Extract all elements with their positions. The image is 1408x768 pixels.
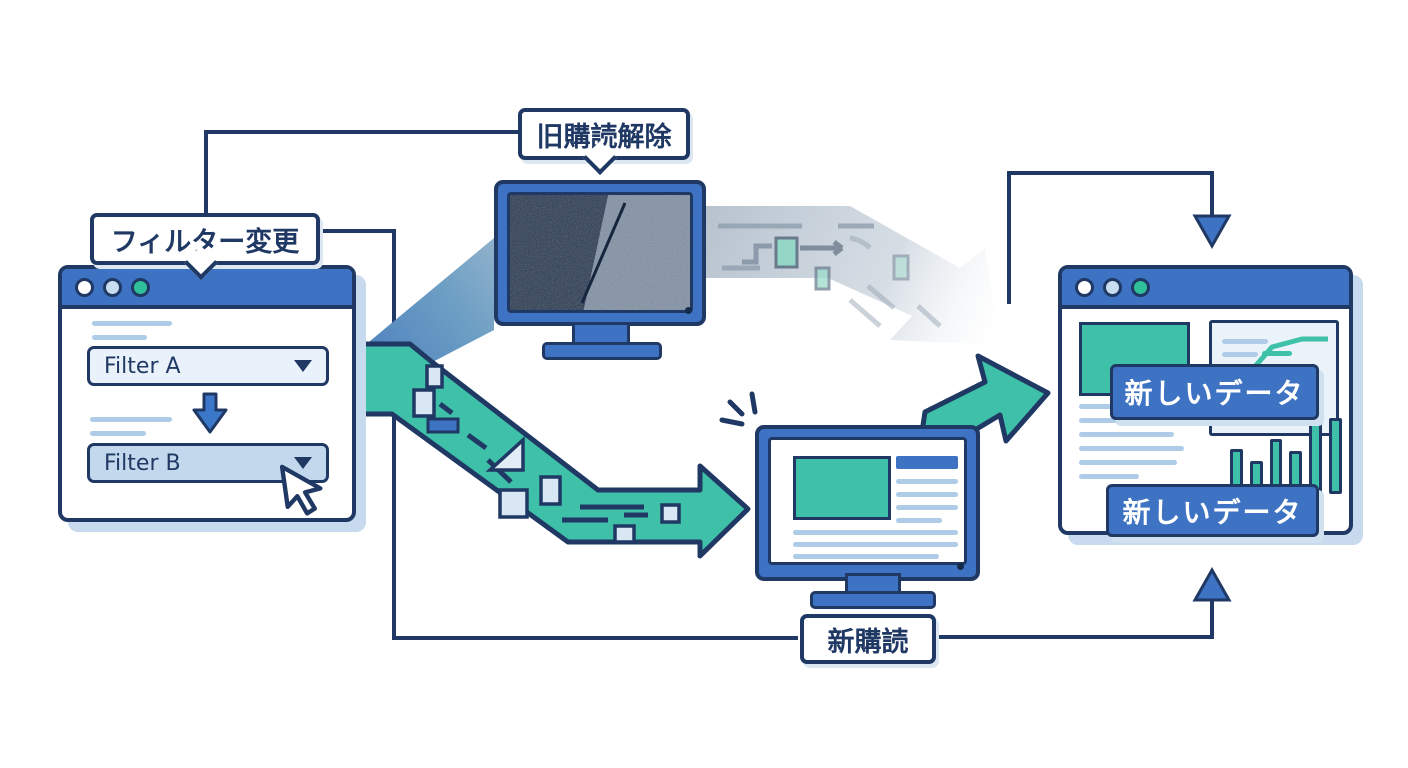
skeleton-line <box>793 554 939 559</box>
filter-b-value: Filter B <box>104 450 181 476</box>
flow-new-packet-blue <box>426 417 460 434</box>
skeleton-line <box>1079 446 1184 451</box>
cursor-icon <box>279 464 323 516</box>
new-monitor <box>755 425 980 581</box>
skeleton-line <box>1079 418 1184 423</box>
bar <box>1309 419 1323 494</box>
connector-newsubscribe-to-rightwindow <box>938 598 1214 639</box>
window-dot-icon <box>1103 277 1122 297</box>
connector-oldflow-to-rightwindow <box>1007 171 1214 304</box>
arrowhead-up-icon <box>1192 566 1232 602</box>
skeleton-line <box>1222 352 1258 357</box>
skeleton-line <box>1079 460 1177 465</box>
static-noise <box>510 195 690 310</box>
click-sparks-icon <box>719 391 758 427</box>
old-monitor <box>494 180 706 326</box>
filter-a-value: Filter A <box>104 353 181 379</box>
badge-new-data-bottom: 新しいデータ <box>1106 484 1319 537</box>
skeleton-line <box>896 492 958 497</box>
static-screen <box>507 192 693 313</box>
flow-new-packet <box>498 488 529 519</box>
label-filter-change: フィルター変更 <box>90 213 320 280</box>
skeleton-line <box>896 479 958 484</box>
bar <box>1329 418 1342 494</box>
dropdown-caret-icon <box>294 457 312 469</box>
window-dot-icon <box>1131 277 1150 297</box>
flow-arrow-new <box>349 341 751 559</box>
new-monitor-base <box>810 591 936 609</box>
connector-oldunsubscribe-to-filterchange <box>204 130 518 213</box>
chart-dash <box>1262 351 1292 356</box>
connector-filterchange-to-newsubscribe <box>320 229 798 640</box>
flow-arrow-old <box>700 206 1000 345</box>
skeleton-line <box>1222 339 1268 344</box>
flow-new-packet <box>660 503 681 524</box>
badge-text: 新しいデータ <box>1124 377 1305 410</box>
window-dot-icon <box>131 277 150 297</box>
power-led <box>685 307 692 314</box>
content-image <box>793 456 891 520</box>
dropdown-caret-icon <box>294 360 312 372</box>
flow-new-packet <box>539 475 562 506</box>
flow-new-packet <box>412 388 436 418</box>
flow-old-step <box>742 243 772 265</box>
flow-new-packet <box>425 364 444 389</box>
skeleton-line <box>90 431 146 436</box>
old-monitor-base <box>542 342 662 360</box>
label-old-unsubscribe: 旧購読解除 <box>518 108 690 175</box>
skeleton-line <box>90 417 172 422</box>
skeleton-line <box>1079 474 1139 479</box>
flow-new-packet <box>613 524 636 544</box>
window-dot-icon <box>103 277 122 297</box>
content-heading-bar <box>896 456 958 469</box>
skeleton-line <box>92 335 147 340</box>
right-window-titlebar <box>1062 269 1349 309</box>
arrow-down-icon <box>192 392 228 434</box>
flow-new-triangle <box>485 436 525 472</box>
flow-old-packet <box>774 236 799 269</box>
power-led <box>957 563 964 570</box>
new-monitor-screen <box>768 437 967 565</box>
left-window-titlebar <box>62 269 352 309</box>
flow-old-packet <box>892 254 910 281</box>
skeleton-line <box>896 505 958 510</box>
filter-a-dropdown[interactable]: Filter A <box>87 346 329 386</box>
flow-old-packet <box>814 266 831 291</box>
skeleton-line <box>92 321 172 326</box>
left-browser-window: Filter A Filter B <box>58 265 356 522</box>
skeleton-line <box>896 518 942 523</box>
skeleton-line <box>1079 432 1174 437</box>
flow-old-arrow-glyph <box>800 240 844 256</box>
window-dot-icon <box>75 277 94 297</box>
badge-new-data-top: 新しいデータ <box>1110 364 1319 420</box>
arrowhead-down-icon <box>1192 214 1232 250</box>
label-text: 新購読 <box>827 626 909 658</box>
label-new-subscribe: 新購読 <box>800 614 936 664</box>
flow-old-dashes <box>718 223 874 271</box>
flow-old-fade-dashes <box>848 235 942 328</box>
flow-arrow-new-body <box>349 341 751 559</box>
window-dot-icon <box>1075 277 1094 297</box>
skeleton-line <box>793 542 958 547</box>
badge-text: 新しいデータ <box>1122 495 1303 529</box>
skeleton-line <box>793 530 958 535</box>
